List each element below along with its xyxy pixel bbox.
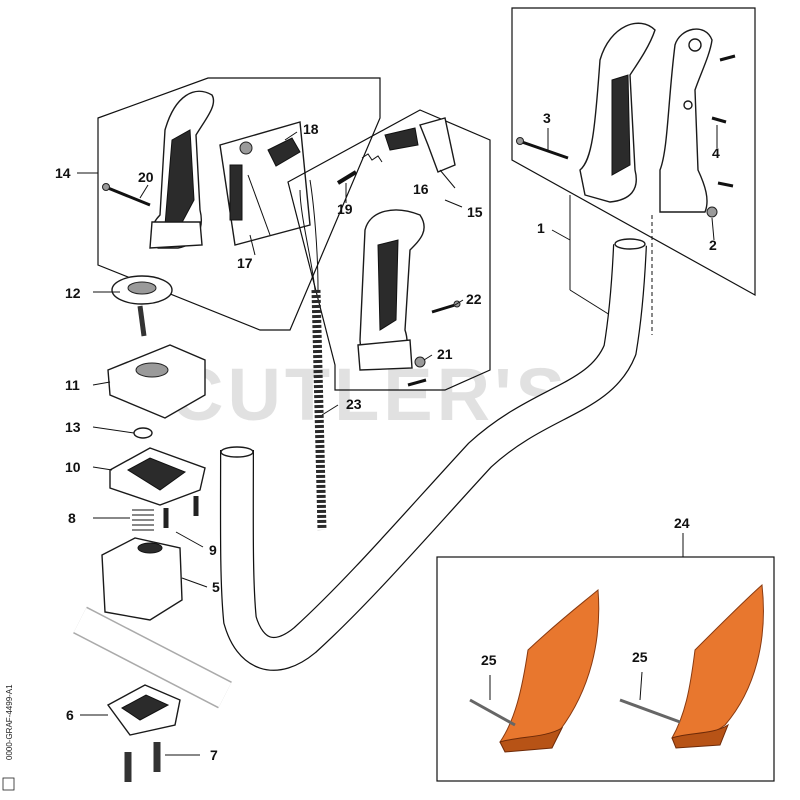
clamp-top-11 bbox=[107, 344, 206, 419]
group-box-24 bbox=[436, 556, 775, 782]
nut-21 bbox=[407, 356, 427, 387]
callout-7: 7 bbox=[210, 747, 218, 763]
screw-3 bbox=[516, 137, 569, 160]
callout-17: 17 bbox=[237, 255, 253, 271]
callout-13: 13 bbox=[65, 419, 81, 435]
switch-frame-17 bbox=[219, 121, 311, 246]
throttle-parts-18 bbox=[239, 137, 301, 167]
callout-20: 20 bbox=[138, 169, 154, 185]
loop-handle-tube bbox=[219, 238, 647, 671]
screw-19 bbox=[336, 170, 358, 185]
oring-13 bbox=[133, 427, 153, 439]
group-box-14 bbox=[97, 77, 381, 331]
trigger-parts-16 bbox=[361, 117, 456, 173]
cable-23 bbox=[299, 179, 327, 531]
handle-grip-15 bbox=[357, 209, 425, 371]
callout-18: 18 bbox=[303, 121, 319, 137]
callout-24: 24 bbox=[674, 515, 690, 531]
callout-11: 11 bbox=[65, 377, 80, 393]
callout-5: 5 bbox=[212, 579, 220, 595]
screw-20 bbox=[102, 183, 151, 207]
callout-9: 9 bbox=[209, 542, 217, 558]
callouts: 14 20 17 18 16 15 19 22 21 23 3 4 2 1 12… bbox=[55, 110, 720, 763]
callout-10: 10 bbox=[65, 459, 81, 475]
callout-12: 12 bbox=[65, 285, 81, 301]
callout-14: 14 bbox=[55, 165, 71, 181]
screws-4 bbox=[711, 54, 736, 188]
guard-right-25 bbox=[619, 583, 764, 749]
clamp-lower-6 bbox=[106, 684, 181, 736]
group-box-1 bbox=[511, 7, 756, 297]
callout-4: 4 bbox=[712, 145, 720, 161]
handle-half-left-1 bbox=[579, 22, 656, 203]
screw-22 bbox=[431, 300, 461, 314]
knob-12 bbox=[111, 275, 173, 337]
callout-21: 21 bbox=[437, 346, 453, 362]
leader-lines bbox=[77, 125, 718, 756]
clamp-plate-10 bbox=[109, 447, 206, 506]
callout-1: 1 bbox=[537, 220, 545, 236]
handle-half-right-1 bbox=[659, 28, 713, 213]
callout-8: 8 bbox=[68, 510, 76, 526]
callout-16: 16 bbox=[413, 181, 429, 197]
callout-6: 6 bbox=[66, 707, 74, 723]
callout-22: 22 bbox=[466, 291, 482, 307]
screw-9 bbox=[163, 496, 199, 528]
callout-23: 23 bbox=[346, 396, 362, 412]
callout-25-right: 25 bbox=[632, 649, 648, 665]
nut-2 bbox=[706, 206, 718, 218]
callout-15: 15 bbox=[467, 204, 483, 220]
screws-7 bbox=[124, 742, 161, 782]
code-box bbox=[2, 777, 15, 791]
callout-3: 3 bbox=[543, 110, 551, 126]
spring-8 bbox=[132, 509, 154, 531]
callout-25-left: 25 bbox=[481, 652, 497, 668]
clamp-base-5 bbox=[101, 537, 183, 621]
assembly-line-1b bbox=[569, 289, 611, 316]
callout-19: 19 bbox=[337, 201, 353, 217]
guard-left-25 bbox=[469, 588, 600, 753]
callout-2: 2 bbox=[709, 237, 717, 253]
group-box-15 bbox=[287, 109, 491, 391]
diagram-code: 0000-GRAF-4499-A1 bbox=[5, 684, 14, 760]
bar-tube bbox=[73, 606, 232, 709]
handle-housing-14 bbox=[149, 90, 215, 249]
